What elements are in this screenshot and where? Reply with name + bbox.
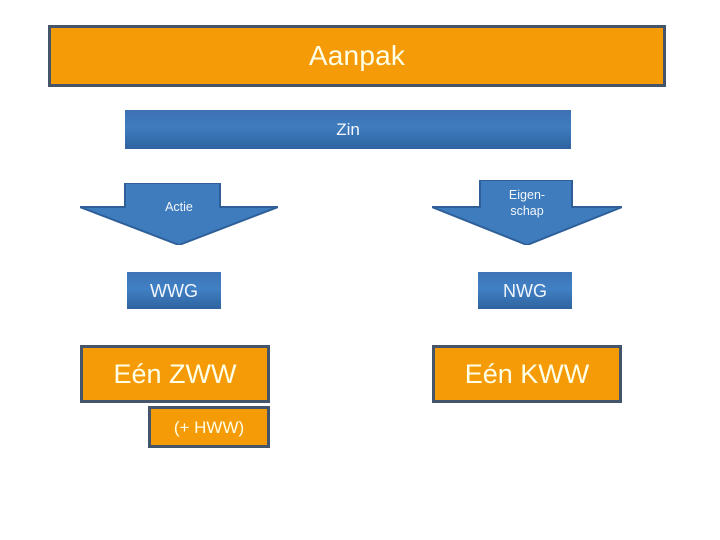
diagram-result-box-kww: Eén KWW xyxy=(432,345,622,403)
page-title: Aanpak xyxy=(308,40,406,71)
diagram-result-label-zww: Eén ZWW xyxy=(113,358,237,389)
down-arrow-label-eigenschap: Eigen- schap xyxy=(432,188,622,219)
diagram-result-box-zww: Eén ZWW xyxy=(80,345,270,403)
diagram-result-label-kww: Eén KWW xyxy=(464,358,590,389)
diagram-root-label: Zin xyxy=(336,120,360,139)
diagram-root-node-zin: Zin xyxy=(125,110,571,149)
diagram-result-subbox-hww: (+ HWW) xyxy=(148,406,270,448)
down-arrow-label-actie: Actie xyxy=(165,200,193,214)
down-arrow-icon-actie: Actie xyxy=(80,183,278,245)
diagram-node-wwg: WWG xyxy=(127,272,221,309)
slide-title-box: Aanpak xyxy=(48,25,666,87)
down-arrow-label-line1: Eigen- xyxy=(508,188,546,202)
diagram-result-sublabel-hww: (+ HWW) xyxy=(173,417,245,437)
down-arrow-icon-eigenschap: Eigen- schap xyxy=(432,180,622,245)
down-arrow-label-line2: schap xyxy=(510,203,544,218)
diagram-node-label-nwg: NWG xyxy=(503,280,547,301)
diagram-node-nwg: NWG xyxy=(478,272,572,309)
diagram-node-label-wwg: WWG xyxy=(150,280,198,301)
